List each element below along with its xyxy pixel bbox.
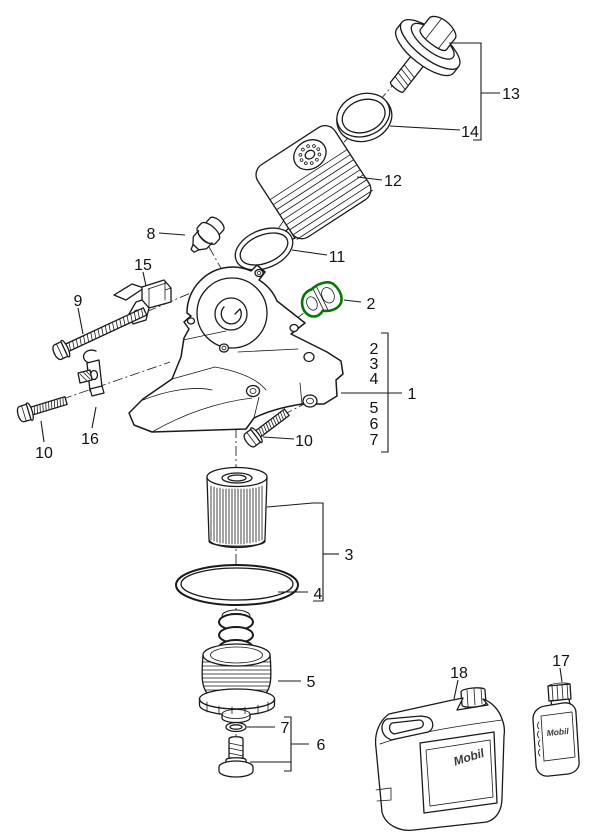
callout-8: 8	[147, 226, 156, 243]
callout-9: 9	[74, 293, 83, 310]
leader-lines	[40, 42, 563, 772]
part-2-gasket-highlighted	[300, 281, 343, 318]
callout-6: 6	[317, 737, 326, 754]
callout-1: 1	[408, 386, 417, 403]
part-3-filter-element	[206, 466, 268, 549]
group1-item-7: 7	[370, 432, 379, 449]
group1-item-5: 5	[370, 400, 379, 417]
callout-labels: 8 15 9 16 10 11 12 13 14 2 1 10 3 4 5 7 …	[35, 86, 570, 754]
group1-item-2: 2	[370, 341, 379, 358]
callout-10-left: 10	[35, 445, 53, 462]
callout-7: 7	[281, 720, 290, 737]
callout-11: 11	[329, 249, 346, 266]
group1-contents-list: 2 3 4 5 6 7	[370, 341, 379, 449]
part-16-bracket	[77, 349, 105, 397]
part-17-oil-bottle: Mobil	[532, 682, 580, 777]
part-14-sealing-ring	[336, 92, 393, 143]
callout-17: 17	[552, 653, 570, 670]
part-9-bolt	[49, 302, 150, 363]
part-18-oil-canister: Mobil	[374, 687, 506, 831]
filter-pleats	[210, 485, 263, 545]
part-13-sealing-plug	[389, 15, 461, 93]
callout-4: 4	[314, 586, 323, 603]
callout-12: 12	[384, 173, 402, 190]
callout-2: 2	[367, 296, 376, 313]
callout-10-right: 10	[295, 433, 313, 450]
callout-3: 3	[345, 547, 354, 564]
callout-5: 5	[307, 674, 316, 691]
callout-15: 15	[134, 257, 152, 274]
callout-18: 18	[450, 665, 468, 682]
callout-14: 14	[461, 124, 479, 141]
group1-item-3: 3	[370, 356, 379, 373]
part-1-filter-housing	[128, 264, 344, 433]
part-11-o-ring	[234, 227, 294, 271]
bottle-brand-label: Mobil	[546, 726, 570, 738]
group1-item-6: 6	[370, 416, 379, 433]
part-5-filter-cap	[198, 643, 276, 724]
part-10-bolt-left	[14, 391, 70, 425]
group1-item-4: 4	[370, 371, 379, 388]
cooler-bolt-circle	[298, 144, 322, 166]
part-8-valve	[190, 216, 225, 253]
part-4-o-ring	[175, 564, 299, 606]
callout-13: 13	[502, 86, 520, 103]
part-7-o-ring	[225, 721, 247, 733]
callout-16: 16	[81, 431, 99, 448]
part-6-drain-plug	[218, 736, 254, 778]
